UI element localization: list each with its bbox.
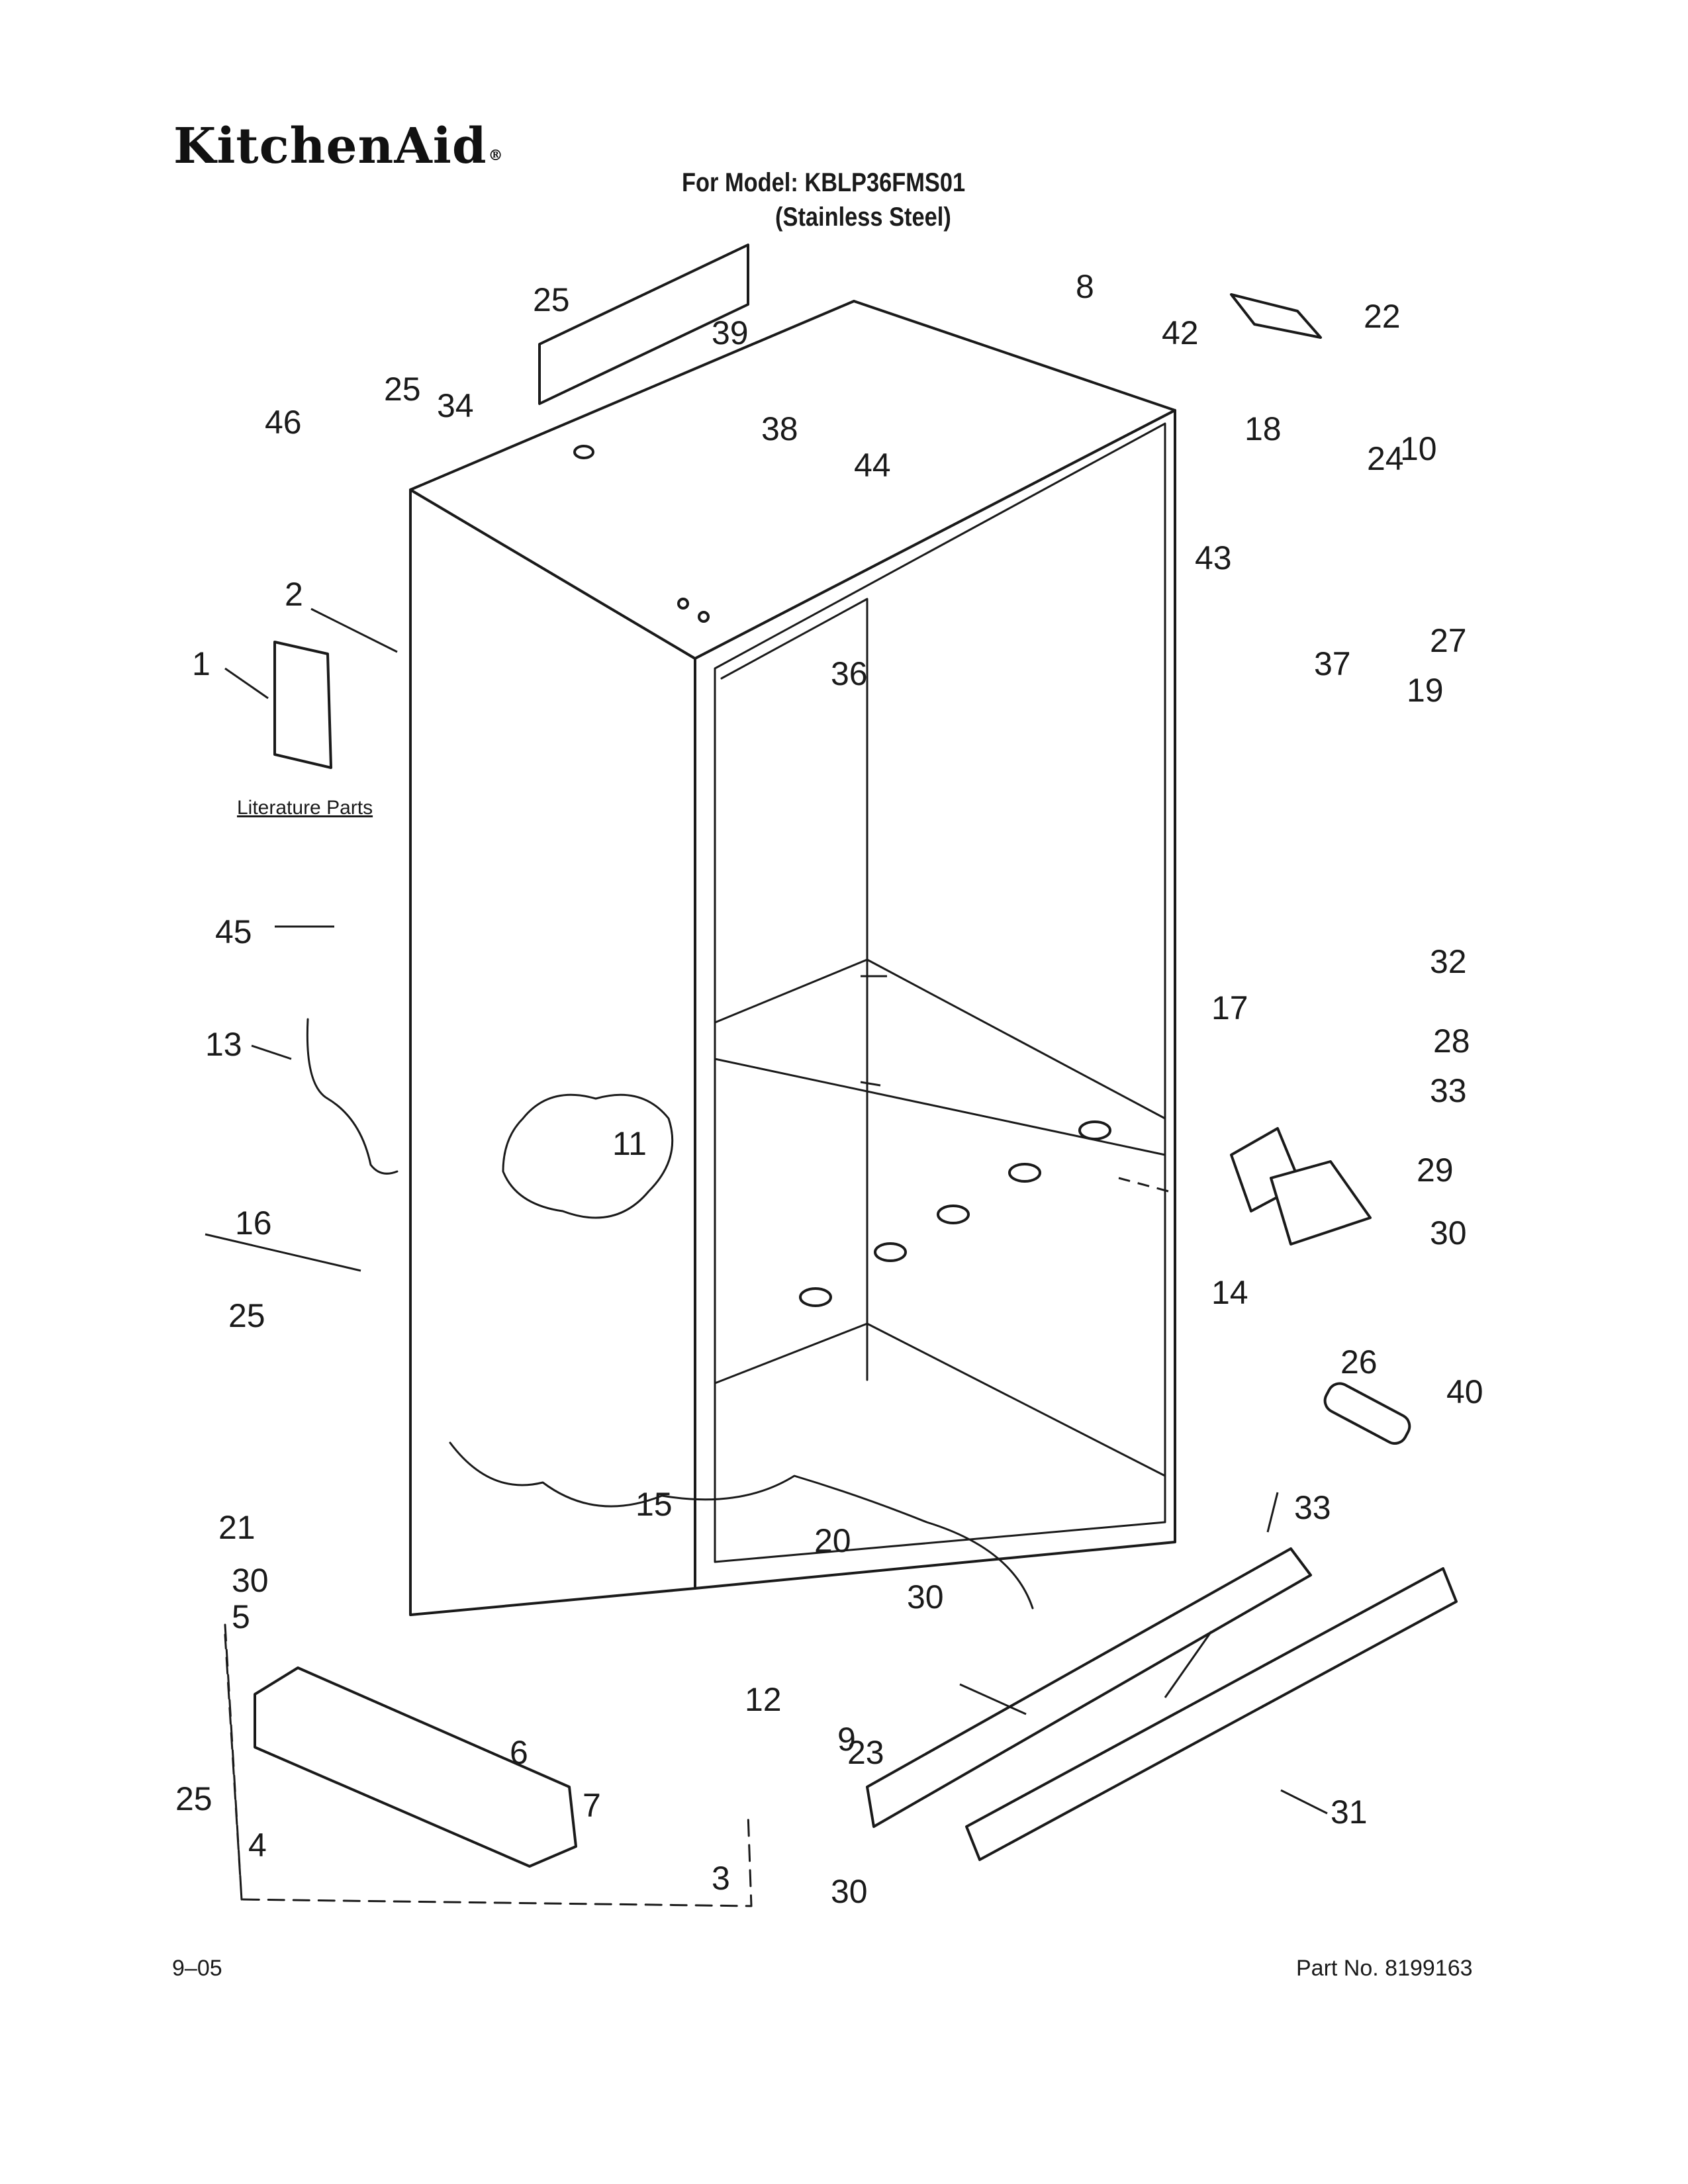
callout-40: 39 — [712, 314, 749, 351]
brand-logo: KitchenAid® — [173, 118, 504, 175]
cabinet-front — [694, 409, 1176, 1590]
callout-16: 16 — [235, 1205, 272, 1242]
callout-17: 17 — [1211, 989, 1248, 1026]
callout-25b: 25 — [384, 371, 421, 408]
callout-46: 45 — [215, 913, 252, 950]
callout-2: 2 — [285, 576, 303, 613]
callout-13: 13 — [205, 1026, 242, 1063]
callout-18: 18 — [1244, 410, 1282, 447]
callout-39: 38 — [761, 410, 798, 447]
hinge-bracket — [1270, 1160, 1372, 1246]
callout-49: 46 — [265, 404, 302, 441]
callout-30a: 30 — [232, 1562, 269, 1599]
callout-43: 42 — [1162, 314, 1199, 351]
callout-45: 44 — [854, 447, 891, 484]
callout-30b: 30 — [907, 1578, 944, 1615]
callout-23: 23 — [847, 1734, 884, 1771]
callout-3: 3 — [712, 1860, 730, 1897]
callout-11: 11 — [612, 1125, 647, 1162]
callout-6: 6 — [510, 1734, 528, 1771]
callout-22: 22 — [1364, 298, 1401, 335]
finish-line: (Stainless Steel) — [775, 203, 951, 232]
callout-28: 28 — [1433, 1023, 1470, 1060]
callout-38: 37 — [1314, 645, 1351, 682]
callout-32: 31 — [1331, 1794, 1368, 1831]
callout-27: 27 — [1430, 622, 1467, 659]
damper-26 — [1323, 1382, 1411, 1445]
cutaway-insulation — [449, 1441, 1034, 1610]
callout-31: 30 — [1430, 1214, 1467, 1251]
callout-24: 24 — [1367, 440, 1404, 477]
model-header: For Model: KBLP36FMS01 (Stainless Steel) — [682, 165, 965, 234]
callout-33b: 33 — [1430, 1072, 1467, 1109]
callout-5: 5 — [232, 1598, 250, 1635]
callout-21: 21 — [218, 1509, 256, 1546]
grille — [866, 1547, 1312, 1828]
callout-8: 8 — [1076, 268, 1094, 305]
callout-20: 20 — [814, 1522, 851, 1559]
callout-1: 1 — [192, 645, 211, 682]
callout-9: 9 — [837, 1721, 856, 1758]
callout-44: 43 — [1195, 539, 1232, 576]
callout-labels: 1 2 3 4 5 6 7 8 9 10 11 12 13 14 15 16 1… — [175, 268, 1483, 1910]
callout-7: 7 — [583, 1787, 601, 1824]
rear-panel — [538, 244, 749, 405]
callout-12: 12 — [745, 1681, 782, 1718]
cabinet-shelf — [714, 1021, 1166, 1156]
callout-29: 29 — [1417, 1152, 1454, 1189]
base-frame-outline — [224, 1623, 753, 1907]
callout-33a: 32 — [1430, 943, 1467, 980]
callout-36: 34 — [437, 387, 474, 424]
base-frame — [254, 1666, 577, 1868]
callout-34: 33 — [1294, 1489, 1331, 1526]
top-hinge — [1230, 293, 1322, 339]
callout-14: 14 — [1211, 1274, 1248, 1311]
literature-label: Literature Parts — [237, 797, 373, 819]
callout-4: 4 — [248, 1827, 267, 1864]
part-number: Part No. 8199163 — [1296, 1956, 1473, 1981]
cabinet-opening — [714, 422, 1166, 1563]
literature-parts-box — [273, 641, 332, 769]
callout-10: 10 — [1400, 430, 1437, 467]
date-code: 9–05 — [172, 1956, 222, 1981]
callout-26: 26 — [1340, 1343, 1378, 1381]
callout-25a: 25 — [533, 281, 570, 318]
callout-42: 40 — [1446, 1373, 1483, 1410]
toe-grille — [965, 1567, 1458, 1861]
callout-30c: 30 — [831, 1873, 868, 1910]
callout-25d: 25 — [175, 1780, 212, 1817]
callout-37: 36 — [831, 655, 868, 692]
callout-15: 15 — [635, 1486, 673, 1523]
tube-13 — [306, 1018, 399, 1175]
model-line: For Model: KBLP36FMS01 — [682, 168, 966, 197]
callout-25c: 25 — [228, 1297, 265, 1334]
callout-19: 19 — [1407, 672, 1444, 709]
